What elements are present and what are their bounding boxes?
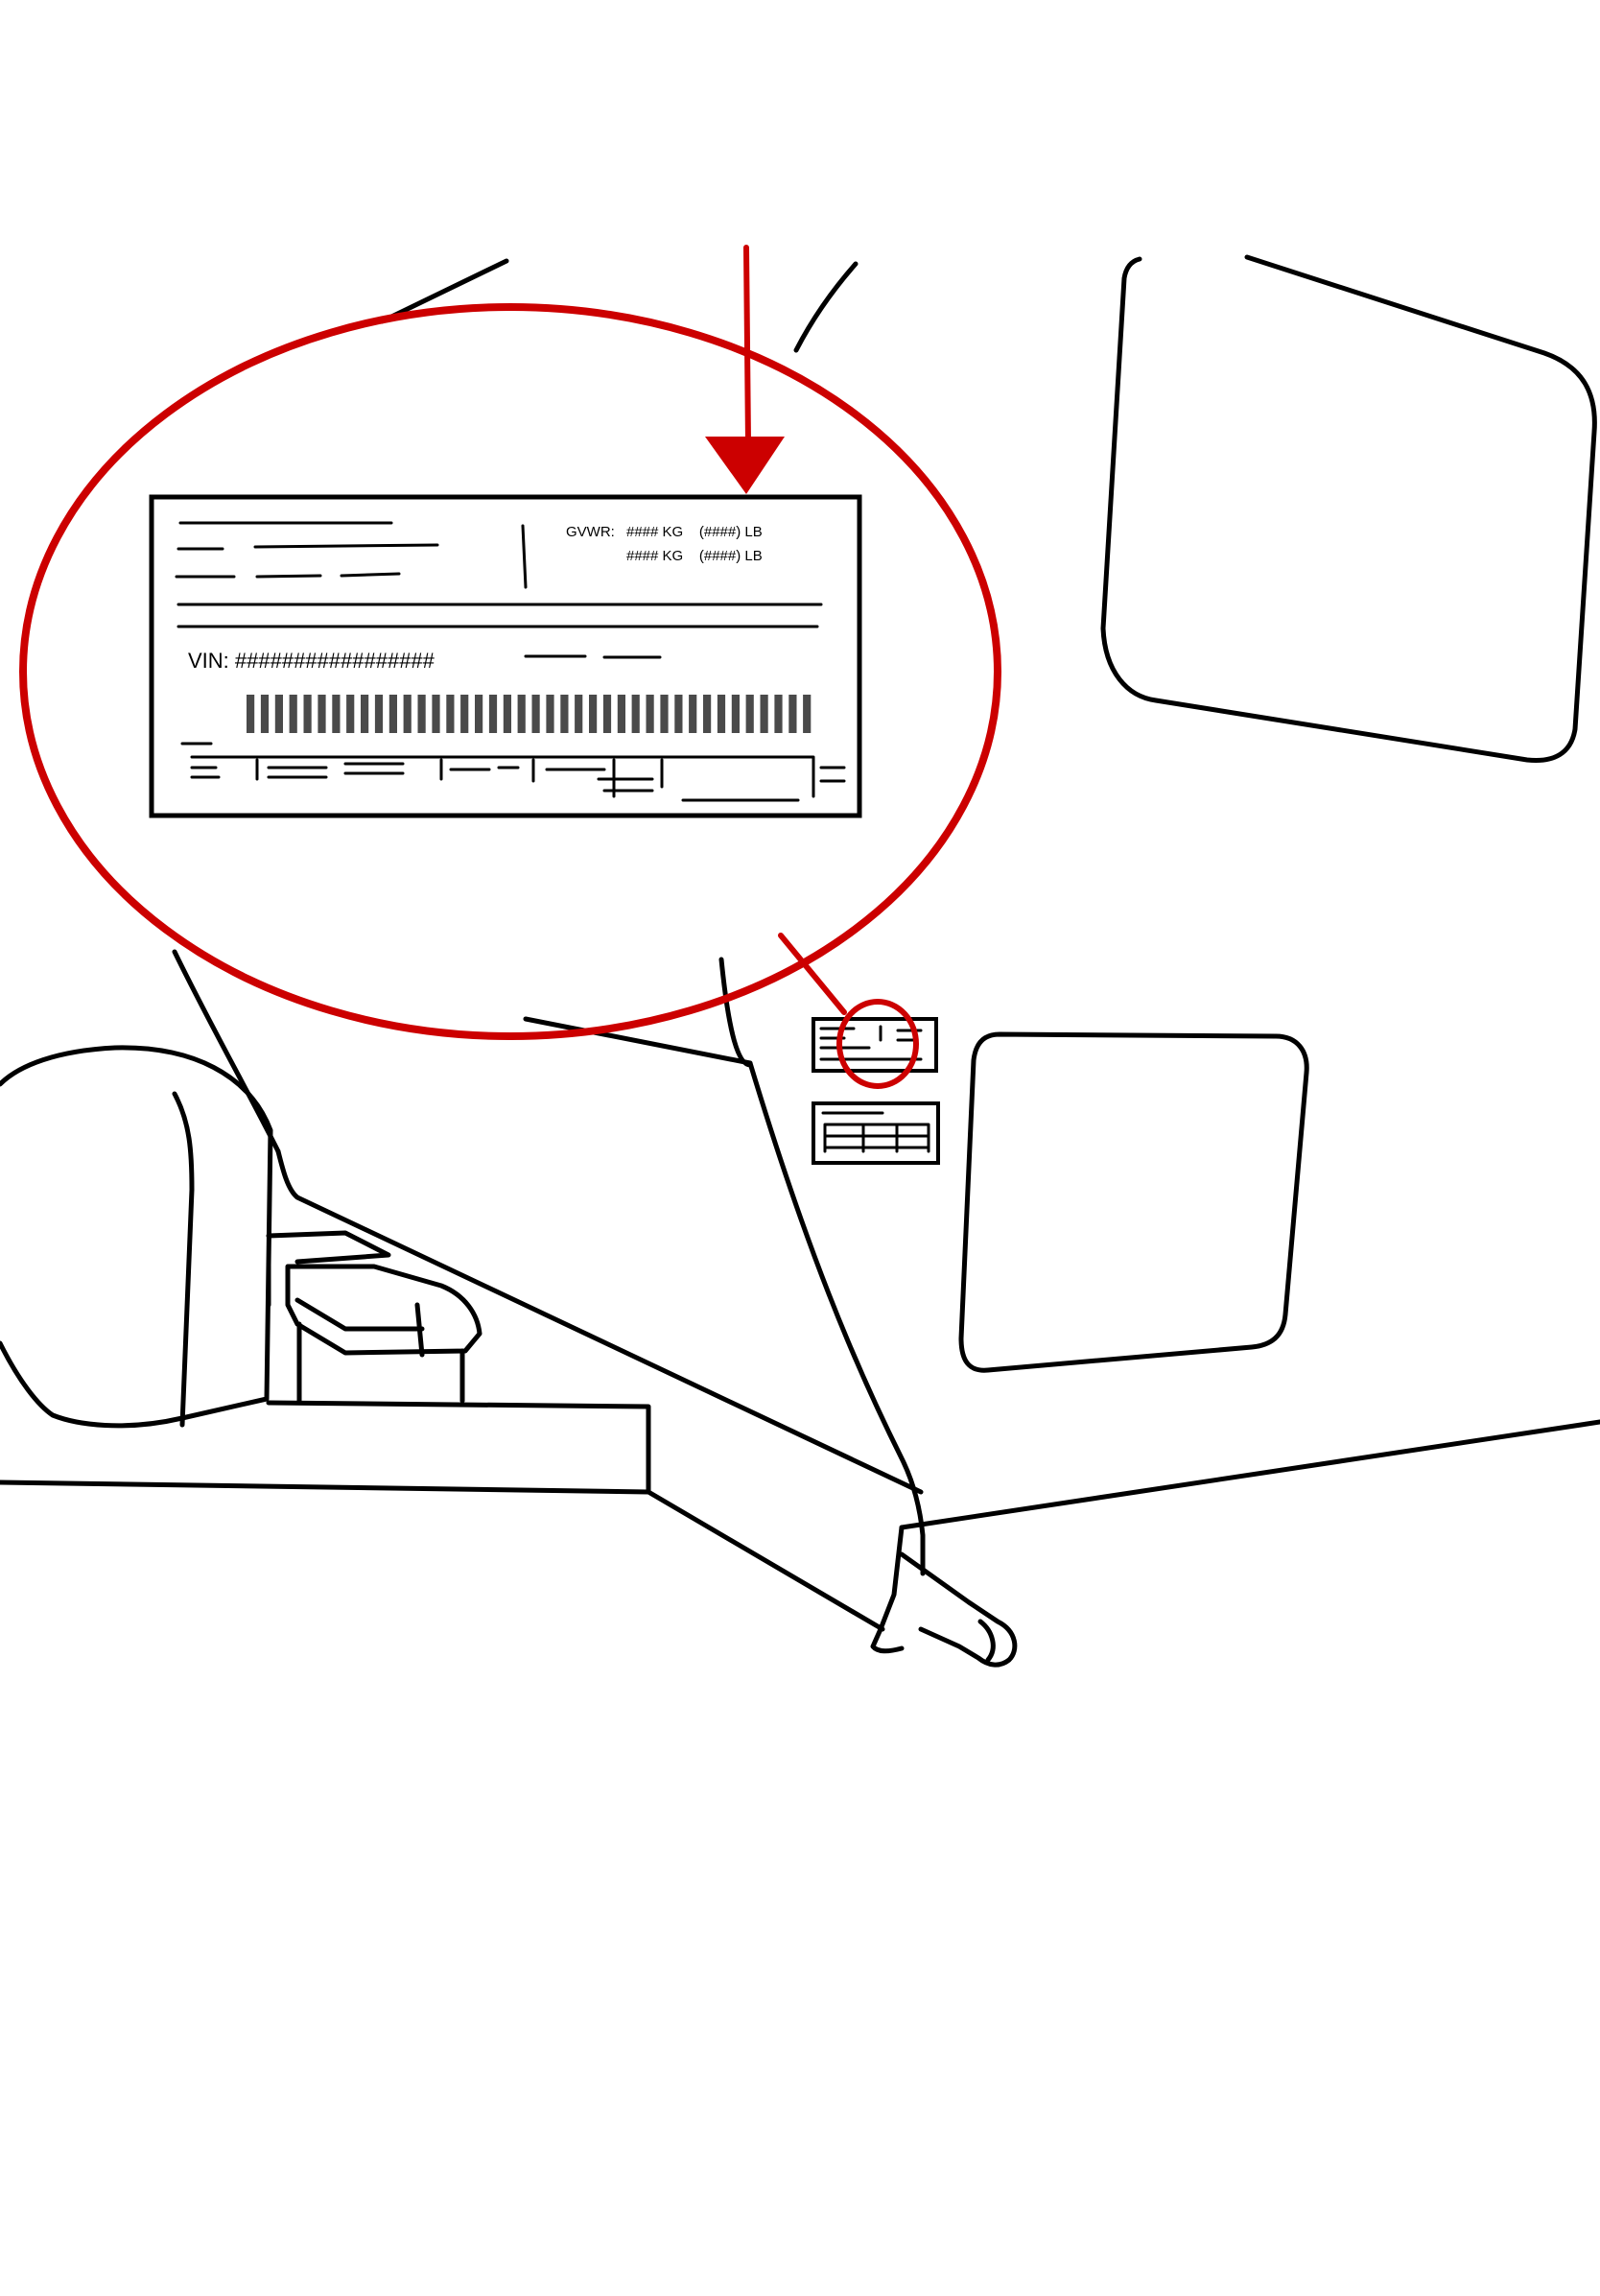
barcode-bar	[303, 695, 312, 733]
barcode-bar	[403, 695, 412, 733]
callout-small-circle	[836, 999, 919, 1089]
vin-text: VIN: #################	[188, 649, 435, 673]
label-vertical-divider	[521, 524, 528, 589]
barcode-bar	[517, 695, 526, 733]
small-tire-label-table	[821, 1111, 930, 1153]
barcode-bar	[503, 695, 511, 733]
barcode-bar	[318, 695, 326, 733]
barcode-bar	[274, 695, 283, 733]
label-bottom-fields	[190, 758, 664, 798]
vin-side-lines	[524, 654, 662, 659]
label-line-3	[175, 572, 401, 579]
barcode-bar	[774, 695, 783, 733]
pillar-top-left	[718, 957, 753, 1068]
barcode-bar	[446, 695, 455, 733]
lower-rear-window	[958, 1031, 1309, 1373]
callout-connector	[778, 933, 847, 1015]
barcode-bar	[475, 695, 483, 733]
striker-pin-tip	[977, 1619, 996, 1663]
arrow-head	[705, 437, 785, 494]
seat-back-seam	[172, 1091, 195, 1428]
barcode-bar	[674, 695, 683, 733]
barcode-bar	[332, 695, 341, 733]
barcode-bar	[488, 695, 498, 733]
label-bottom-rule	[190, 755, 815, 798]
barcode-bar	[760, 695, 768, 733]
striker-pin	[899, 1551, 1018, 1668]
down-arrow-icon	[705, 245, 785, 494]
buckle-divider	[414, 1302, 425, 1358]
barcode-bar	[745, 695, 754, 733]
floor-panel	[0, 1400, 651, 1495]
pillar-cross	[523, 1016, 753, 1066]
roof-edge-left	[379, 258, 509, 324]
barcode-bar	[374, 695, 384, 733]
barcode-bar	[631, 695, 640, 733]
buckle-top	[266, 1230, 391, 1265]
barcode-bar	[788, 695, 797, 733]
label-right-ticks	[819, 766, 846, 783]
barcode-bar	[460, 695, 469, 733]
barcode-bar	[388, 695, 397, 733]
sill-diagonal	[646, 1489, 885, 1632]
barcode-bar	[546, 695, 554, 733]
barcode-bar	[731, 695, 740, 733]
barcode-bar	[531, 695, 540, 733]
arrow-shaft	[743, 245, 751, 446]
pillar-right-edge	[747, 1060, 926, 1576]
striker-base	[870, 1525, 905, 1654]
barcode-bar	[660, 695, 669, 733]
barcode-bar	[803, 695, 812, 733]
roof-edge-mid	[793, 261, 859, 353]
barcode-bar	[703, 695, 712, 733]
zoom-callout-icon	[19, 303, 1001, 1089]
door-sill-diagonal	[275, 1148, 924, 1495]
gvwr-prefix: GVWR:	[566, 524, 615, 540]
barcode-bar	[346, 695, 355, 733]
barcode-bar	[260, 695, 270, 733]
barcode	[247, 695, 812, 733]
barcode-bar	[589, 695, 598, 733]
barcode-bar	[617, 695, 625, 733]
rocker-panel	[899, 1419, 1600, 1530]
barcode-bar	[602, 695, 612, 733]
barcode-bar	[717, 695, 726, 733]
barcode-bar	[646, 695, 654, 733]
seat-back	[0, 1045, 273, 1429]
buckle-crease	[294, 1297, 425, 1332]
label-outline	[149, 494, 862, 818]
magnified-label: GVWR: #### KG (####) LB #### KG (####) L…	[149, 494, 862, 818]
upper-rear-window	[1100, 254, 1597, 764]
callout-magnifier-ellipse	[19, 303, 1001, 1040]
label-line-2	[176, 543, 439, 551]
barcode-bar	[575, 695, 583, 733]
barcode-bar	[689, 695, 697, 733]
barcode-bar	[361, 695, 369, 733]
barcode-bar	[247, 695, 255, 733]
small-vin-label-marks	[819, 1025, 923, 1061]
door-edge-left	[172, 949, 281, 1154]
barcode-bar	[560, 695, 569, 733]
barcode-bar	[289, 695, 297, 733]
barcode-bar	[417, 695, 426, 733]
barcode-bar	[432, 695, 440, 733]
buckle-body	[285, 1264, 482, 1356]
gvwr-kg-lb-line1: #### KG (####) LB	[626, 524, 763, 540]
gvwr-kg-lb-line2: #### KG (####) LB	[626, 548, 763, 564]
